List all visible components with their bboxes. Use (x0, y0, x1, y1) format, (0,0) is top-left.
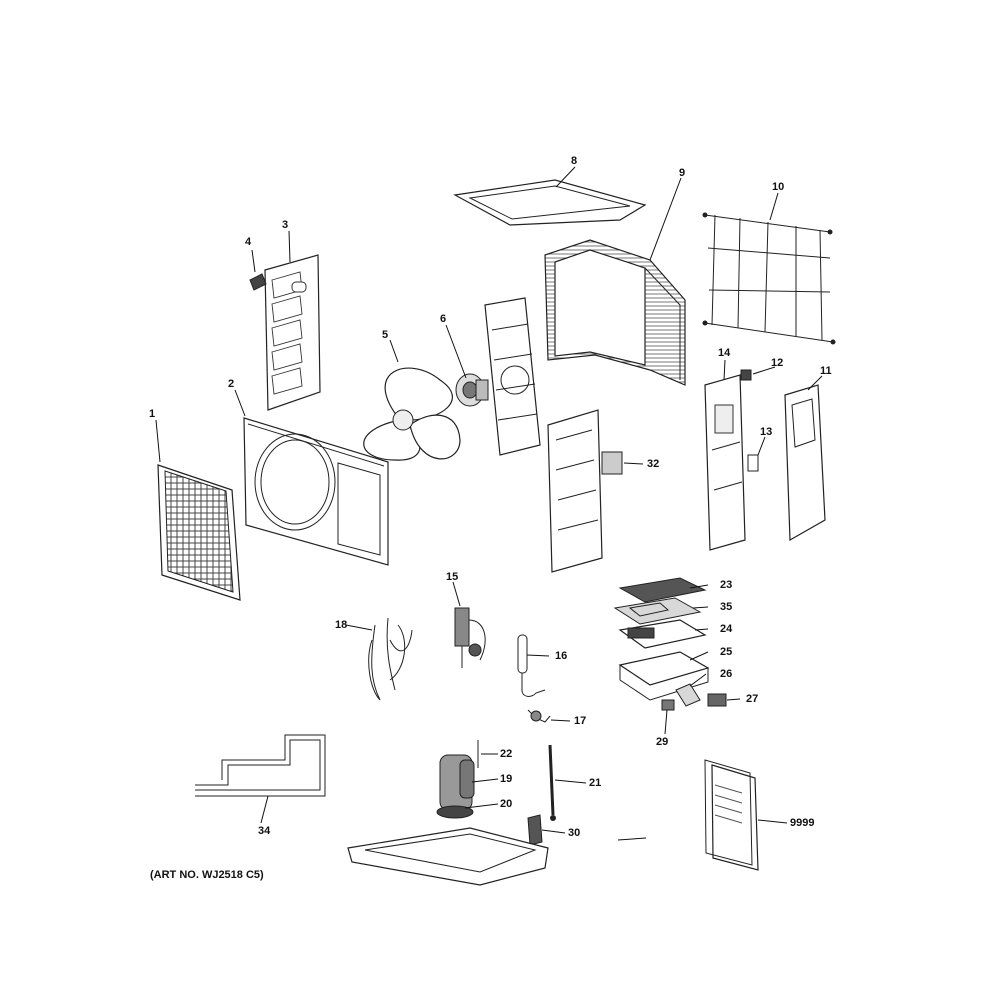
callout-2: 2 (228, 378, 234, 390)
part-accumulator-tube (517, 634, 551, 723)
callout-34: 34 (258, 825, 271, 837)
callout-3: 3 (282, 219, 288, 231)
callout-29: 29 (656, 736, 668, 748)
callout-8: 8 (571, 155, 577, 167)
callout-32: 32 (647, 458, 659, 470)
part-partition (547, 409, 623, 573)
art-number-label: (ART NO. WJ2518 C5) (150, 869, 264, 881)
part-grommet (249, 273, 267, 291)
part-piping-assembly (368, 617, 413, 701)
callout-26: 26 (720, 668, 732, 680)
callout-1: 1 (149, 408, 155, 420)
callout-15: 15 (446, 571, 458, 583)
part-compressor (436, 740, 479, 819)
part-temperature-sensor (548, 744, 556, 821)
part-condenser-coil (544, 239, 686, 386)
part-side-panel (264, 254, 321, 411)
callout-10: 10 (772, 181, 784, 193)
callout-4: 4 (245, 236, 252, 248)
callout-23: 23 (720, 579, 732, 591)
part-motor-bracket (484, 297, 541, 456)
callout-12: 12 (771, 357, 783, 369)
part-small-connectors (740, 369, 759, 472)
callout-20: 20 (500, 798, 512, 810)
part-main-control-board (618, 619, 707, 649)
leader-lines (155, 166, 823, 841)
part-control-box-cover (618, 577, 707, 603)
callout-24: 24 (720, 623, 733, 635)
callout-5: 5 (382, 329, 388, 341)
part-fan-blade (363, 367, 461, 461)
callout-30: 30 (568, 827, 580, 839)
callout-17: 17 (574, 715, 586, 727)
part-front-grille (157, 464, 241, 601)
callout-labels: 1 2 3 4 5 6 8 9 10 11 12 13 14 15 16 17 … (149, 155, 832, 839)
callout-16: 16 (555, 650, 567, 662)
callout-18: 18 (335, 619, 347, 631)
part-connecting-tube (195, 734, 326, 797)
part-terminal-bracket (527, 814, 543, 846)
callout-9: 9 (679, 167, 685, 179)
callout-25: 25 (720, 646, 732, 658)
part-fan-motor (455, 373, 489, 407)
part-base-pan (347, 827, 549, 886)
callout-35: 35 (720, 601, 732, 613)
part-top-cover (453, 179, 647, 226)
part-front-panel (243, 417, 389, 566)
part-control-board-pcb (613, 597, 702, 625)
part-right-side-plate (704, 374, 746, 551)
callout-6: 6 (440, 313, 446, 325)
callout-14: 14 (718, 347, 731, 359)
callout-27: 27 (746, 693, 758, 705)
part-control-box (618, 651, 710, 701)
callout-19: 19 (500, 773, 512, 785)
callout-13: 13 (760, 426, 772, 438)
callout-21: 21 (589, 777, 601, 789)
callout-22: 22 (500, 748, 512, 760)
part-owners-manual (704, 759, 759, 871)
part-right-cover (784, 384, 826, 542)
part-rear-wire-guard (702, 212, 836, 345)
part-reactor (661, 683, 727, 711)
callout-9999: 9999 (790, 817, 814, 829)
part-reversing-valve (454, 607, 486, 668)
callout-11: 11 (820, 365, 832, 377)
